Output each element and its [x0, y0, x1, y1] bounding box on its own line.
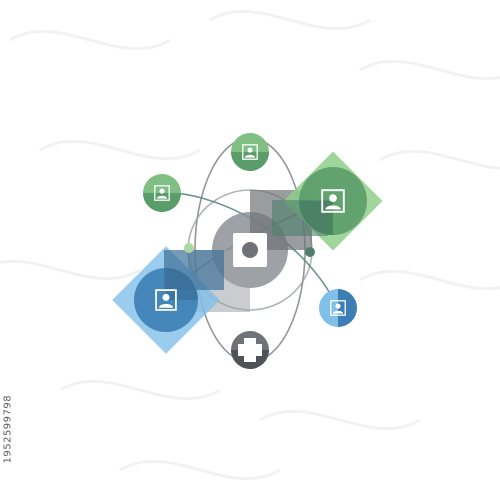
plus-icon: [238, 338, 262, 362]
node-gray-bottom: [231, 331, 269, 369]
stock-id-label: 1952599798: [2, 394, 14, 464]
node-blue-left: [112, 246, 224, 354]
node-green-left: [143, 174, 181, 212]
orbit-dots: [184, 243, 315, 257]
node-green-top: [231, 133, 269, 171]
node-green-right: [272, 151, 383, 251]
node-blue-right: [319, 289, 357, 327]
